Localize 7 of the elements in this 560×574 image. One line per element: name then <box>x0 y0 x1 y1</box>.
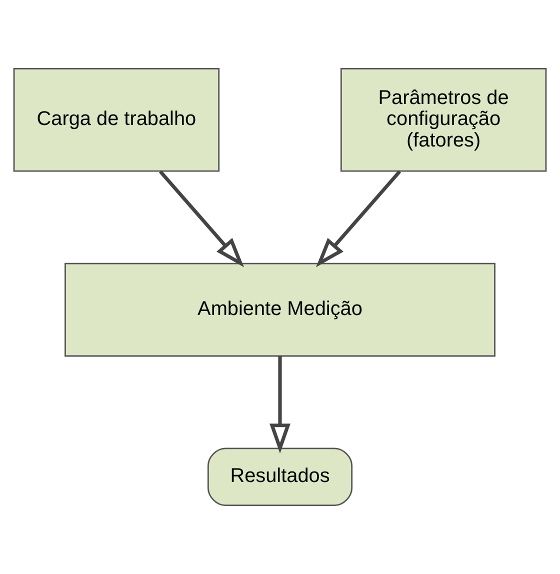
node-box: Resultados <box>207 448 353 506</box>
arrow <box>158 170 244 268</box>
arrow <box>316 170 402 268</box>
arrow <box>270 356 290 454</box>
node-box: Parâmetros de configuração (fatores) <box>340 68 547 172</box>
node-box: Carga de trabalho <box>13 68 220 172</box>
node-box: Ambiente Medição <box>64 262 496 357</box>
